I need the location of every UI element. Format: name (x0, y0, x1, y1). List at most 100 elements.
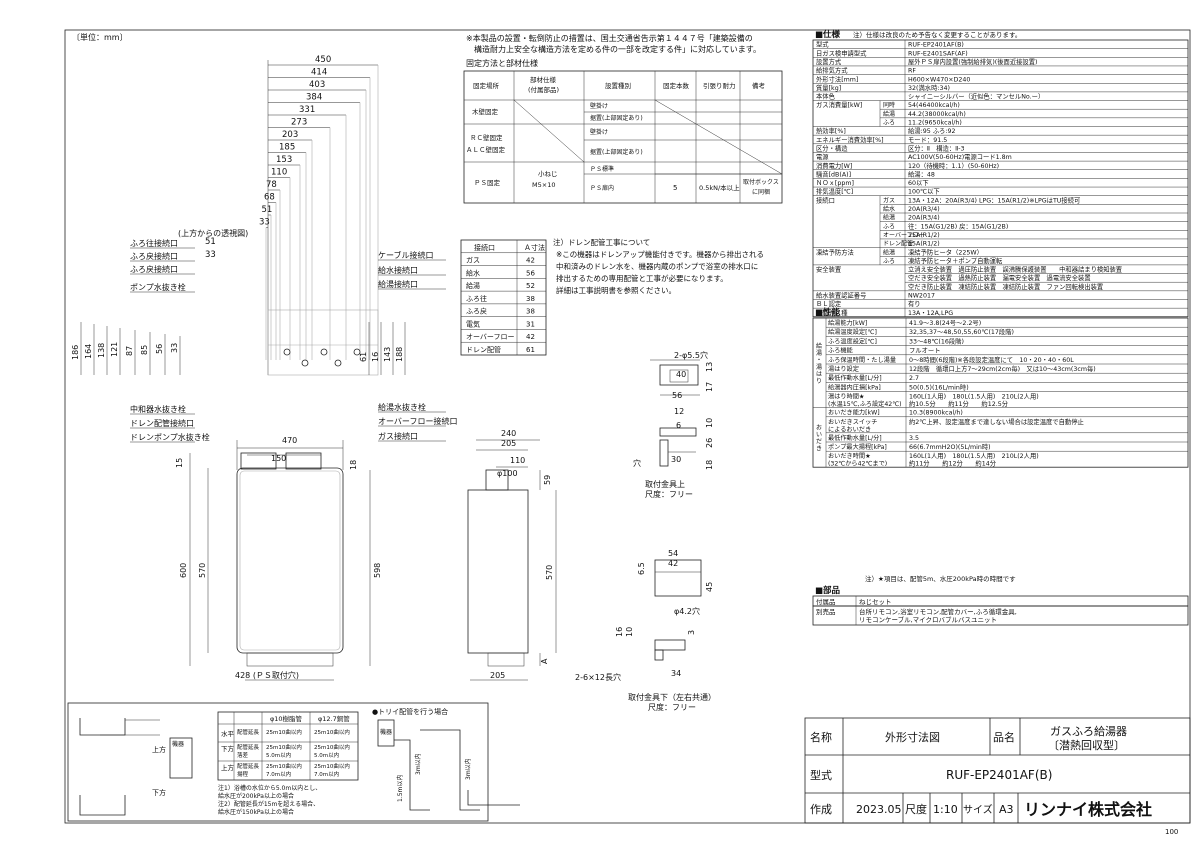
piping-note-3: 給水圧が150kPa以上の場合 (218, 808, 294, 816)
title-block: 名称 外形寸法図 品名 ガスふろ給湯器 〔潜熱回収型〕 型式 RUF-EP240… (804, 717, 1191, 824)
bracket-top-hole: 穴 (633, 458, 641, 468)
perf-label-1-0: 給湯温度設定[℃] (828, 328, 877, 336)
piping-row-0-copper-0: 25m10曲以内 (314, 728, 350, 736)
spec-label-14: 消費電力[W] (816, 161, 852, 170)
drawing-frame (64, 29, 1191, 824)
perf-value-9-0: 10.3(8900kcal/h) (909, 410, 963, 417)
bracket-bottom-scale: 尺度：フリー (648, 702, 696, 712)
perf-value-7-0: 50(0.5)(16L/min時) (909, 383, 969, 391)
front-view: 470 150 15 18 600 570 598 428 (ＰＳ取付穴) (175, 436, 382, 681)
port-circle-0 (283, 348, 291, 356)
bracket-top-dim6: 6 (676, 421, 681, 430)
perf-group-0-ch5: り (816, 378, 822, 385)
title-model-value: RUF-EP2401AF(B) (946, 768, 1052, 782)
drain-note-1: ※この機器はドレンアップ機能付きです。機器から排出される (556, 249, 764, 259)
spec-value-18: 13A・12A：20A(R3/4) LPG：15A(R1/2)※LPGはTU接続… (908, 195, 1080, 204)
front-dim-150: 150 (271, 454, 286, 463)
bracket-bottom-hole: φ4.2穴 (674, 606, 700, 616)
spec-label-5: 質量[kg] (816, 83, 841, 92)
top-dim-h-3: 384 (306, 93, 322, 103)
top-dim-h-2: 403 (309, 80, 325, 90)
bracket-top-dim40: 40 (676, 370, 686, 379)
bracket-bottom-dim16: 16 (615, 627, 624, 637)
piping-row-2-type: 上方 (221, 763, 235, 772)
bracket-top-dim30: 30 (671, 455, 681, 464)
perf-group-1-ch2: だ (816, 438, 822, 445)
spec-label-10: 熱効率[%] (816, 126, 846, 135)
perf-label-6-0: 最低作動水量[L/分] (828, 374, 882, 382)
top-note-line1: ※本製品の設置・転倒防止の措置は、国土交通省告示第１４４７号「建築設備の (466, 33, 753, 43)
title-product-label: 品名 (993, 730, 1015, 744)
top-dim-vl-5: 85 (140, 345, 149, 355)
top-dim-vr-3: 188 (395, 347, 404, 362)
bracket-bottom-dim34: 34 (671, 669, 681, 678)
spec-value-0: RUF-EP2401AF(B) (908, 42, 964, 49)
perf-label-9-0: おいだき能力[kW] (828, 409, 880, 417)
fix-h-type: 設置種別 (605, 81, 631, 90)
piping-row-2-label-0: 配管延長 (237, 762, 260, 770)
perf-value-10-0: 約2℃上昇、設定温度まで達しない場合は設定温度で自動停止 (909, 417, 1084, 426)
spec-value-23: 15A(R1/2) (908, 241, 940, 248)
spec-value-16: 60以下 (908, 179, 929, 187)
front-dim-600: 600 (179, 563, 188, 578)
perf-group-1-ch0: お (816, 424, 822, 431)
spec-label-6: 本体色 (816, 92, 836, 101)
top-label-left-4: 中和器水抜き栓 (130, 404, 186, 414)
top-dim-vl-1: 164 (84, 344, 93, 359)
side-dim-205-top: 205 (501, 439, 516, 448)
fix-r-ps-std: ＰＳ標準 (590, 165, 614, 173)
front-body (236, 467, 344, 654)
spec-sub-8: 給湯 (883, 110, 895, 118)
perf-value-12-0: 66(6.7mmH2O)(5L/min時) (909, 443, 991, 451)
spec-label-31: 製造ガス種 (816, 308, 848, 317)
fix-r-rc: ＲＣ壁固定 (470, 133, 503, 142)
top-label-left-2: ふろ戻接続口 (130, 264, 178, 274)
perf-label-12-0: ポンプ最大揚程[kPa] (828, 443, 887, 451)
title-scale-value: 1:10 (933, 803, 958, 816)
page-number: 100 (1165, 828, 1178, 836)
conn-dim-3: 38 (526, 295, 535, 303)
top-label-right-0: ケーブル接続口 (378, 250, 434, 260)
top-dim-51: 51 (205, 237, 216, 247)
bracket-top-caption: 取付金具上 (645, 479, 685, 489)
fix-r-ps: ＰＳ固定 (474, 178, 501, 187)
top-label-left-0: ふろ往接続口 (130, 238, 178, 248)
spec-label-29: 給水装置認証番号 (816, 291, 866, 300)
spec-value-24: 凍結予防ヒータ（225W） (908, 247, 983, 256)
front-dim-428: 428 (ＰＳ取付穴) (235, 670, 299, 680)
conn-dim-7: 61 (526, 346, 535, 354)
conn-dim-4: 38 (526, 308, 535, 316)
piping-h-copper: φ12.7銅管 (318, 714, 350, 723)
spec-value-30: 有り (908, 299, 921, 308)
spec-value-29: NW2017 (908, 293, 935, 300)
perf-value-5-0: 12段階 循環口上方7～29cm(2cm毎) 又は10～43cm(3cm毎) (909, 364, 1096, 373)
spec-value-25: 凍結予防ヒータ＋ポンプ自動運転 (908, 256, 1003, 265)
fix-r-count: 5 (673, 184, 677, 192)
top-dim-h-9: 110 (271, 168, 287, 178)
spec-title: ■仕様 (815, 29, 841, 40)
spec-label-18: 接続口 (816, 195, 835, 204)
bracket-top-dim26: 26 (705, 438, 714, 448)
fix-h-strength: 引張り耐力 (703, 81, 736, 90)
bracket-top-dim10: 10 (705, 418, 714, 428)
piping-row-1-copper-0: 25m10曲以内 (314, 743, 350, 751)
piping-note-2: 注2）配管延長が15mを超える場合、 (218, 800, 319, 808)
side-view: 240 205 110 φ100 59 570 A 205 (467, 429, 557, 681)
spec-value-8: 44.2(38000kcal/h) (908, 111, 966, 118)
conn-h-port: 接続口 (474, 243, 495, 252)
top-dim-h-7: 185 (279, 143, 295, 153)
fix-r-screw: 小ねじ (538, 169, 558, 178)
spec-label-7: ガス消費量[kW] (816, 100, 862, 109)
perf-value-11-0: 3.5 (909, 435, 919, 442)
fix-r-wood-wall: 壁掛け (590, 102, 608, 110)
perf-value-13-1: 約11分 約12分 約14分 (909, 459, 997, 468)
bracket-top-scale: 尺度：フリー (645, 489, 693, 499)
piping-row-0-resin-0: 25m10曲以内 (266, 728, 302, 736)
title-size-value: A3 (999, 803, 1014, 816)
fix-h-count: 固定本数 (663, 81, 690, 90)
top-dim-vr-2: 143 (383, 347, 392, 362)
top-dim-h-4: 331 (299, 105, 315, 115)
perf-label-0-0: 給湯能力[kW] (828, 319, 867, 327)
